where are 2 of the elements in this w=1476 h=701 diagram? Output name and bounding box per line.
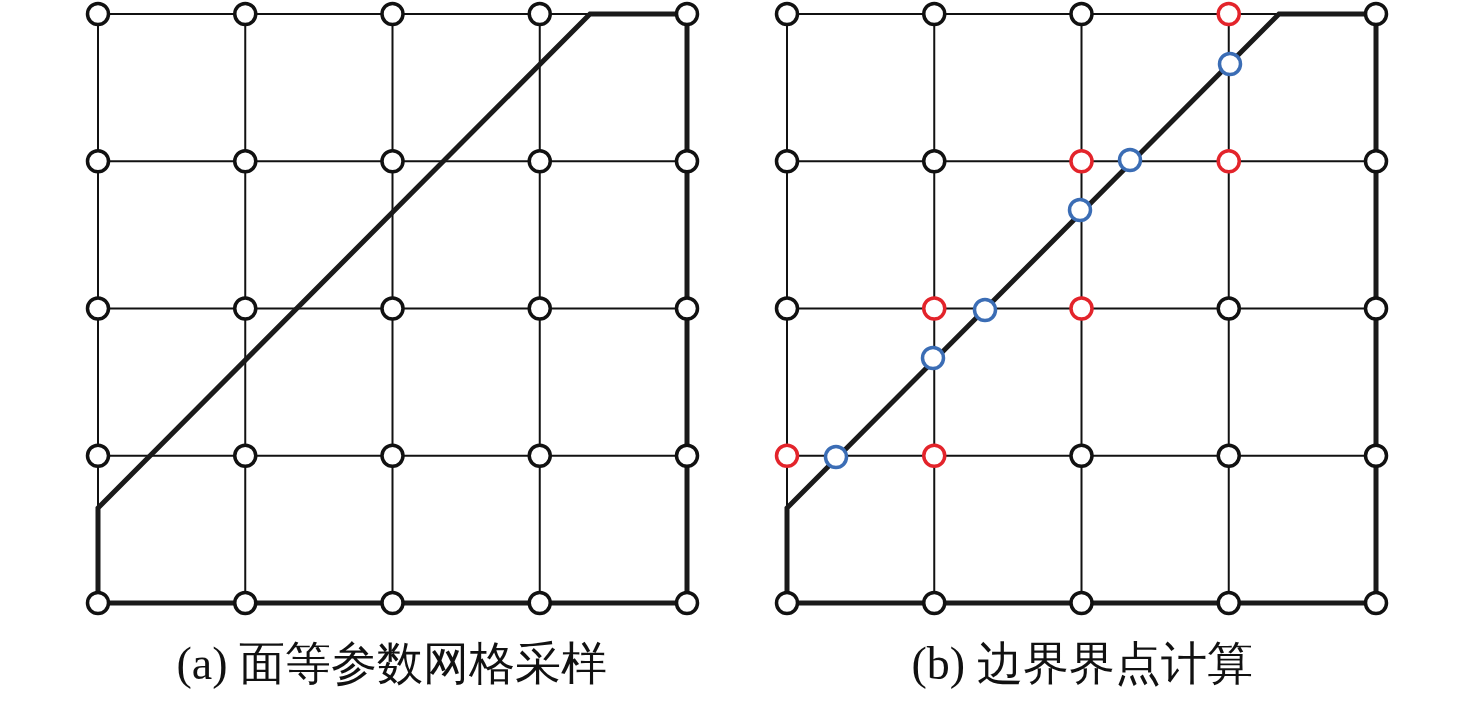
caption: (b) 边界界点计算: [911, 637, 1253, 691]
caption: (a) 面等参数网格采样: [176, 637, 608, 691]
